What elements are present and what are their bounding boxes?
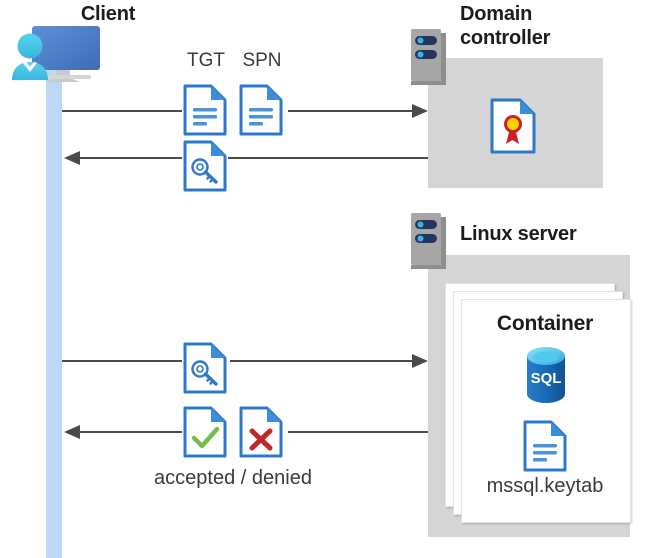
certificate-document-icon [490,98,538,154]
spn-label: SPN [242,50,282,71]
spn-document-icon [239,84,283,136]
tgt-label: TGT [187,50,225,71]
flow-arrowhead-request-right [412,102,430,120]
flow-arrowhead-result-left [62,423,80,441]
server-rack-icon-domain-controller [410,28,448,86]
domain-controller-title-line2: controller [460,27,551,49]
flow-line-ticket-right [228,157,428,159]
client-workstation-user-icon [8,24,118,86]
client-lifeline [46,62,62,558]
key-document-icon-present [183,342,227,394]
svg-text:SQL: SQL [531,370,562,387]
container-title: Container [496,312,594,335]
flow-line-request-right [288,110,416,112]
flow-arrowhead-ticket-left [62,149,80,167]
key-document-icon-ticket [183,140,227,192]
container-sheet-front[interactable] [461,299,631,523]
page-title-client: Client [80,3,136,25]
flow-arrowhead-present-right [412,352,430,370]
sql-database-icon: SQL [522,347,570,405]
linux-server-title: Linux server [460,223,577,245]
flow-line-present-left [62,360,182,362]
approved-document-icon [183,406,227,458]
domain-controller-title-line1: Domain [460,3,533,25]
denied-document-icon [239,406,283,458]
flow-line-request-left [62,110,182,112]
keytab-document-icon [523,420,567,472]
keytab-filename-label: mssql.keytab [486,475,604,497]
flow-line-result-right [288,431,428,433]
server-rack-icon-linux-server [410,212,448,270]
flow-line-ticket-left [78,157,182,159]
tgt-document-icon [183,84,227,136]
flow-line-result-left [78,431,182,433]
auth-result-label: accepted / denied [154,467,312,489]
flow-line-present-right [230,360,416,362]
domain-controller-title: Domain controller [460,2,650,50]
